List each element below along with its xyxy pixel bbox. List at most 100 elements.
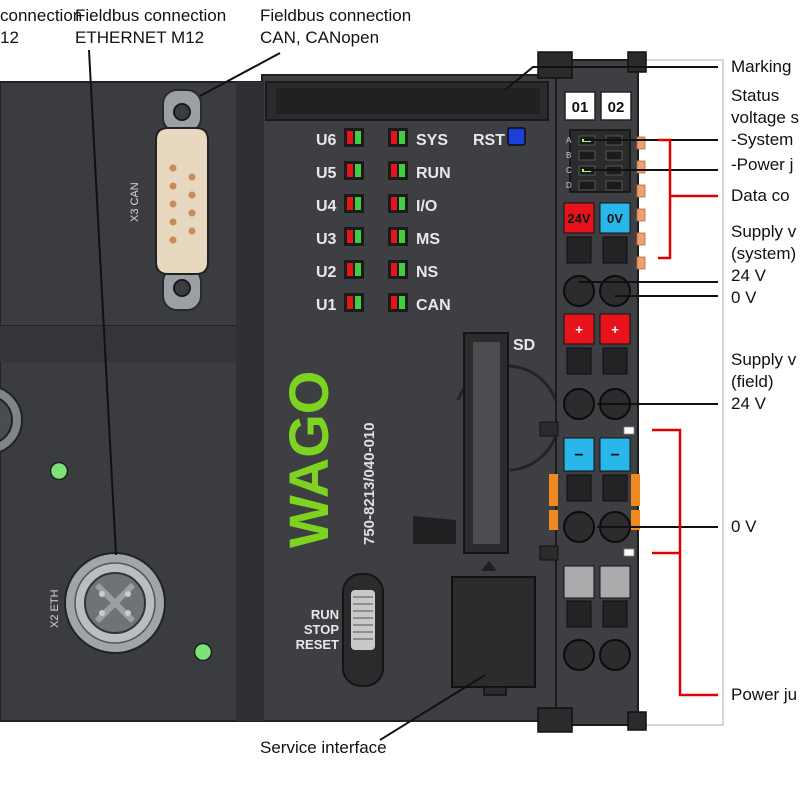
led-red-segment	[391, 131, 397, 144]
led-red-segment	[347, 197, 353, 210]
led-green-segment	[399, 197, 405, 210]
tag-field-minus	[563, 437, 595, 472]
marker-01: 01	[572, 99, 589, 116]
led-label-ns: NS	[416, 264, 439, 281]
service-arrow	[481, 561, 497, 571]
push-buttons[interactable]	[566, 236, 628, 628]
callout-eth-2: ETHERNET M12	[75, 28, 204, 47]
callout-24v-a: 24 V	[731, 266, 767, 285]
led-label-u2: U2	[316, 264, 337, 281]
callout-supply-sys-2: (system)	[731, 244, 796, 263]
leader-lines	[88, 49, 718, 741]
red-brackets	[652, 138, 718, 697]
reset-button[interactable]	[507, 127, 526, 146]
switch-label-stop: STOP	[304, 622, 339, 637]
tag-plus-text: +	[611, 322, 619, 337]
led-green-segment	[355, 197, 361, 210]
callout-service-interface: Service interface	[260, 738, 387, 757]
lower-left-panel	[0, 325, 263, 722]
led-green-segment	[355, 263, 361, 276]
part-number: 750-8213/040-010	[361, 422, 378, 545]
row-letter-a: A	[566, 136, 572, 145]
led-label-u4: U4	[316, 198, 337, 215]
panel-groove	[0, 326, 262, 362]
led-label-u6: U6	[316, 132, 337, 149]
tag-24v-text: 24V	[567, 211, 590, 226]
sd-label: SD	[513, 337, 535, 354]
callout-system: -System	[731, 130, 793, 149]
led-column-left: U6 U5 U4 U3 U2 U1	[316, 132, 337, 314]
can-dsub-connector[interactable]	[155, 89, 209, 311]
callout-supply-field-2: (field)	[731, 372, 774, 391]
led-green-segment	[399, 131, 405, 144]
led-label-u1: U1	[316, 297, 337, 314]
callout-status-2: voltage s	[731, 108, 799, 127]
row-letter-d: D	[566, 181, 572, 190]
led-label-ms: MS	[416, 231, 440, 248]
status-dot-green	[49, 461, 69, 481]
partial-m12-connector[interactable]	[0, 386, 23, 454]
led-indicators: U6 U5 U4 U3 U2 U1 SYS RUN I/O MS NS CAN	[316, 128, 451, 314]
callouts-top: connection 12 Fieldbus connection ETHERN…	[0, 6, 411, 47]
led-red-segment	[347, 230, 353, 243]
tag-0v	[599, 202, 631, 234]
led-label-can: CAN	[416, 297, 451, 314]
wago-logo: WAGO	[277, 371, 340, 548]
callout-0v-a: 0 V	[731, 288, 757, 307]
switch-label-run: RUN	[311, 607, 339, 622]
data-contacts	[636, 136, 646, 270]
callout-24v-b: 24 V	[731, 394, 767, 413]
callout-can-2: CAN, CANopen	[260, 28, 379, 47]
callout-marking: Marking	[731, 57, 791, 76]
led-label-run: RUN	[416, 165, 451, 182]
switch-label-reset: RESET	[296, 637, 339, 652]
led-label-u5: U5	[316, 165, 337, 182]
led-green-segment	[355, 164, 361, 177]
led-red-segment	[391, 296, 397, 309]
tag-field-plus	[563, 313, 595, 345]
eject-lever[interactable]	[413, 516, 456, 544]
tag-0v-text: 0V	[607, 211, 623, 226]
callout-supply-field-1: Supply v	[731, 350, 797, 369]
eth-m12-connector[interactable]	[64, 552, 166, 654]
callout-power-jumper: Power ju	[731, 685, 797, 704]
power-jumper-clip	[549, 510, 558, 530]
led-red-segment	[391, 197, 397, 210]
tag-24v	[563, 202, 595, 234]
tag-field-plus	[599, 313, 631, 345]
service-interface-port[interactable]	[451, 576, 536, 688]
led-green-segment	[355, 131, 361, 144]
panel-seam	[236, 82, 264, 721]
tag-minus-text: −	[574, 447, 583, 464]
terminal-block: 01 02 A B C D 24V 0V + +	[537, 51, 724, 733]
led-green-segment	[399, 164, 405, 177]
tag-grey	[563, 565, 595, 599]
callout-can-1: Fieldbus connection	[260, 6, 411, 25]
mode-switch[interactable]	[342, 573, 384, 687]
wire-entries[interactable]	[563, 275, 631, 671]
marker-02: 02	[608, 99, 625, 116]
led-red-segment	[391, 164, 397, 177]
led-green-segment	[355, 296, 361, 309]
power-jumper-clip	[549, 474, 558, 506]
port-can-label: X3 CAN	[129, 182, 141, 222]
tag-grey	[599, 565, 631, 599]
status-dot-green	[193, 642, 213, 662]
led-red-segment	[347, 263, 353, 276]
power-jumper-clip	[631, 510, 640, 530]
port-eth-label: X2 ETH	[49, 589, 61, 628]
led-green-segment	[399, 296, 405, 309]
led-green-segment	[355, 230, 361, 243]
callout-supply-sys-1: Supply v	[731, 222, 797, 241]
marker-card	[564, 91, 596, 121]
power-jumper-clip	[631, 474, 640, 506]
callout-power-j: -Power j	[731, 155, 793, 174]
led-green-segment	[399, 263, 405, 276]
tag-field-minus	[599, 437, 631, 472]
callout-0v-b: 0 V	[731, 517, 757, 536]
dsub-pins	[169, 164, 196, 244]
marking-strip	[276, 88, 540, 114]
led-label-u3: U3	[316, 231, 337, 248]
row-letter-c: C	[566, 166, 572, 175]
